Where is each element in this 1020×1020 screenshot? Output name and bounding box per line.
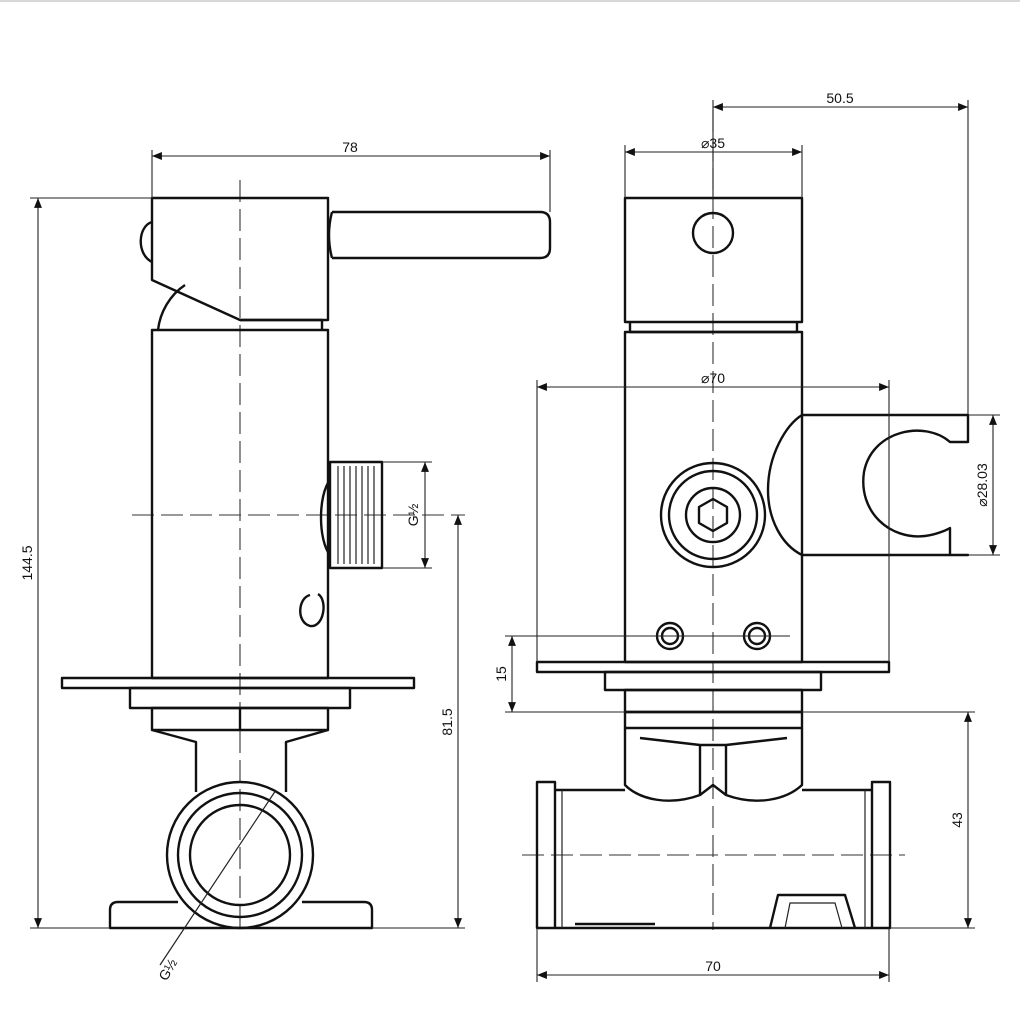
wall-plate-side — [60, 676, 416, 732]
dim-label-50-5: 50.5 — [826, 90, 853, 106]
dim-label-144-5: 144.5 — [19, 545, 35, 580]
shower-holder — [766, 413, 970, 557]
side-dimensions — [30, 150, 551, 929]
dim-label-dia-35: ⌀35 — [701, 135, 725, 151]
threaded-outlet — [328, 460, 384, 570]
dim-label-dia-28-03: ⌀28.03 — [974, 463, 990, 507]
hex-nut-front — [623, 728, 804, 802]
thread-label-inlet: G½ — [155, 955, 180, 983]
side-view: 78 144.5 81.5 G½ G½ — [19, 139, 552, 983]
dim-label-15: 15 — [493, 666, 509, 682]
top-border — [0, 0, 1020, 2]
front-view: 50.5 ⌀35 ⌀70 ⌀28.03 15 43 70 — [493, 90, 1000, 982]
dim-label-78: 78 — [342, 139, 358, 155]
dim-label-dia-70: ⌀70 — [701, 370, 725, 386]
dim-label-43: 43 — [949, 812, 965, 828]
thread-label-outlet: G½ — [405, 503, 421, 526]
inlet-body-front — [535, 780, 892, 930]
inlet-fitting-side — [108, 728, 374, 966]
lever-handle — [139, 196, 552, 331]
valve-body-side — [150, 328, 331, 680]
dim-label-81-5: 81.5 — [439, 708, 455, 735]
front-dimensions — [505, 100, 1000, 982]
dim-label-70-bottom: 70 — [705, 958, 721, 974]
wall-plate-front — [535, 660, 891, 730]
